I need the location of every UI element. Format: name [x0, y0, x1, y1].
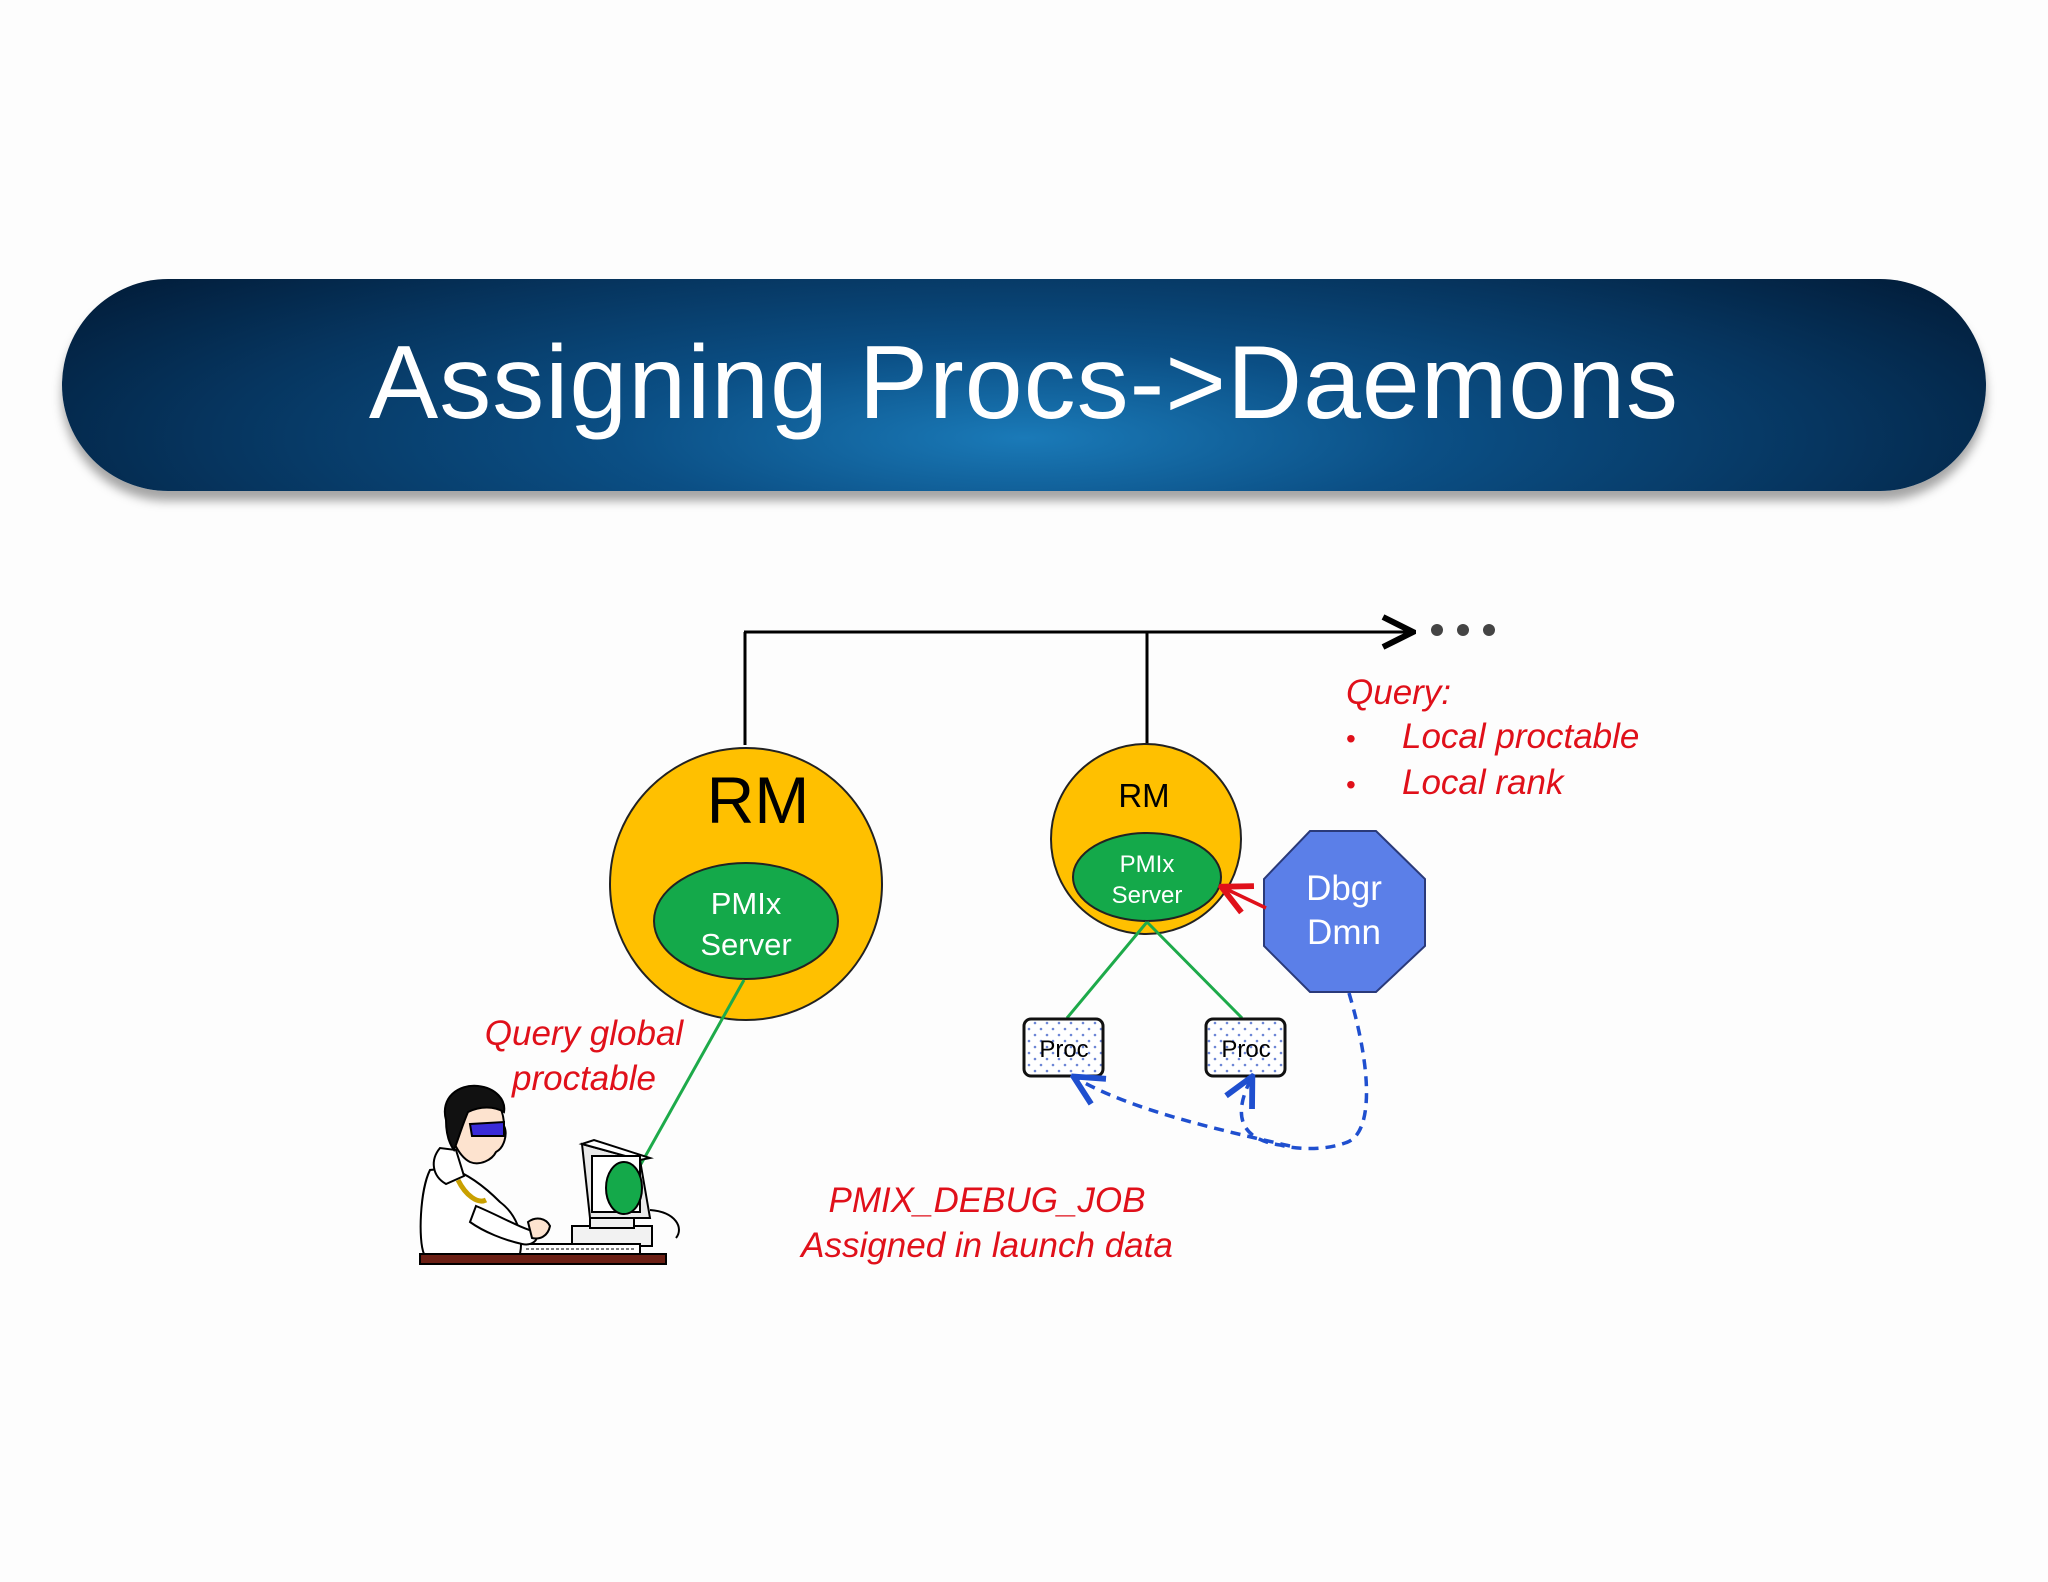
- launch-note: PMIX_DEBUG_JOB Assigned in launch data: [799, 1181, 1173, 1265]
- query-bullet-dot-2: •: [1346, 769, 1356, 800]
- debugger-daemon-octagon: [1263, 830, 1426, 993]
- global-query-line-2: proctable: [511, 1059, 656, 1098]
- computer-monitor: [578, 1138, 680, 1239]
- daemon-query-arrow: [1224, 888, 1267, 908]
- glasses: [468, 1120, 505, 1137]
- debugger-user-illustration: [419, 1084, 680, 1265]
- right-server-label-1: PMIx: [1120, 851, 1175, 878]
- proc-box-2: Proc: [1204, 1017, 1287, 1078]
- left-rm-label: RM: [707, 763, 810, 837]
- query-bullet-1: Local proctable: [1402, 717, 1639, 756]
- slide-title: Assigning Procs->Daemons: [368, 325, 1680, 441]
- query-heading: Query:: [1346, 673, 1451, 712]
- proc-label-2: Proc: [1221, 1036, 1270, 1063]
- title-banner: Assigning Procs->Daemons: [62, 279, 1986, 491]
- left-server-label-1: PMIx: [711, 886, 782, 921]
- query-bullet-dot-1: •: [1346, 723, 1356, 754]
- right-rm-node: RM PMIx Server: [1050, 743, 1242, 935]
- query-note: Query: • Local proctable • Local rank: [1346, 673, 1639, 802]
- desk: [419, 1253, 667, 1265]
- launch-note-line-2: Assigned in launch data: [799, 1226, 1173, 1265]
- proc-box-1: Proc: [1022, 1017, 1105, 1078]
- left-pmix-server: [653, 862, 839, 980]
- global-query-note: Query global proctable: [485, 1014, 685, 1098]
- launch-note-line-1: PMIX_DEBUG_JOB: [828, 1181, 1145, 1220]
- monitor-screen-glow: [605, 1161, 643, 1215]
- daemon-attach-arrows: [1076, 992, 1369, 1151]
- server-to-proc-lines: [1065, 920, 1244, 1020]
- left-server-label-2: Server: [700, 927, 791, 962]
- proc-label-1: Proc: [1039, 1036, 1088, 1063]
- right-server-label-2: Server: [1112, 882, 1183, 909]
- daemon-label-2: Dmn: [1307, 913, 1381, 952]
- right-pmix-server: [1072, 832, 1222, 922]
- global-query-line-1: Query global: [485, 1014, 685, 1053]
- ellipsis-dots: [1431, 624, 1495, 636]
- bus-connector: [743, 632, 1410, 745]
- debugger-daemon-node: Dbgr Dmn: [1263, 830, 1426, 993]
- left-rm-node: RM PMIx Server: [609, 747, 883, 1021]
- person: [419, 1084, 552, 1255]
- left-server-to-client-line: [630, 979, 746, 1181]
- query-bullet-2: Local rank: [1402, 763, 1565, 802]
- daemon-label-1: Dbgr: [1306, 869, 1382, 908]
- right-rm-label: RM: [1118, 777, 1169, 814]
